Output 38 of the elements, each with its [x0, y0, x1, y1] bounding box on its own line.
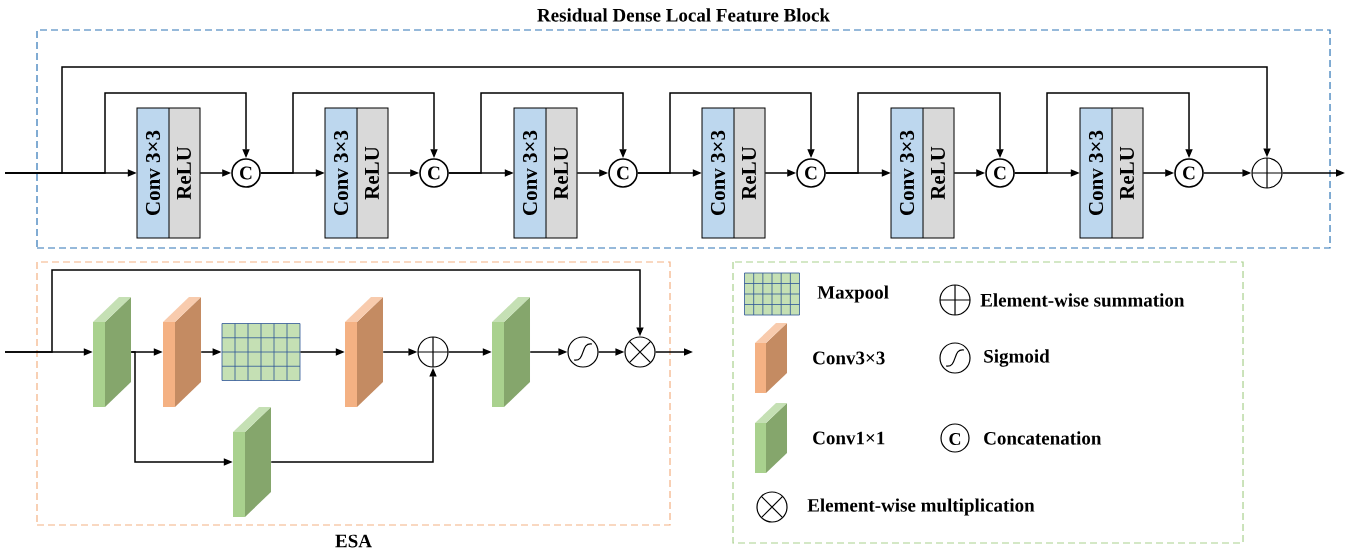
- arrow: [825, 92, 1004, 174]
- conv-layer-slab: [492, 297, 530, 407]
- sigmoid-circle: [567, 336, 599, 368]
- summation-circle: [417, 336, 449, 368]
- conv-relu-block: Conv 3×3 ReLU: [136, 107, 201, 239]
- node-label: ReLU: [177, 146, 191, 200]
- legend-text: Maxpool: [817, 285, 889, 303]
- legend-text: Element-wise summation: [980, 293, 1185, 307]
- frame-title: ESA: [335, 534, 372, 548]
- legend-text: Sigmoid: [984, 349, 1050, 367]
- legend-text: Conv1×1: [813, 431, 885, 445]
- conv-layer-slab: [163, 297, 201, 407]
- arrow: [260, 92, 438, 174]
- conv-relu-block: Conv 3×3 ReLU: [324, 107, 389, 239]
- arrow: [4, 269, 644, 353]
- node-label: ReLU: [931, 146, 945, 200]
- arrow: [637, 92, 815, 174]
- maxpool-grid: [221, 323, 301, 381]
- arrow: [4, 66, 1271, 174]
- legend-text: Concatenation: [984, 431, 1102, 445]
- conv-relu-block: Conv 3×3 ReLU: [513, 107, 578, 239]
- frame-title: Residual Dense Local Feature Block: [537, 8, 830, 22]
- node-label: ReLU: [1120, 146, 1134, 200]
- conv-layer-slab: [93, 297, 131, 407]
- conv-layer-slab: [233, 407, 271, 517]
- arrow: [1014, 92, 1193, 174]
- node-label: ReLU: [742, 146, 756, 200]
- arrow: [448, 92, 627, 174]
- conv-relu-block: Conv 3×3 ReLU: [1079, 107, 1144, 239]
- conv-layer-slab: [345, 297, 383, 407]
- multiplication-circle: [624, 336, 656, 368]
- conv-relu-block: Conv 3×3 ReLU: [890, 107, 955, 239]
- legend-text: Element-wise multiplication: [807, 498, 1035, 516]
- conv-relu-block: Conv 3×3 ReLU: [701, 107, 766, 239]
- summation-circle: [1251, 157, 1283, 189]
- node-label: ReLU: [554, 146, 568, 200]
- node-label: ReLU: [365, 146, 379, 200]
- legend-text: Conv3×3: [813, 351, 885, 365]
